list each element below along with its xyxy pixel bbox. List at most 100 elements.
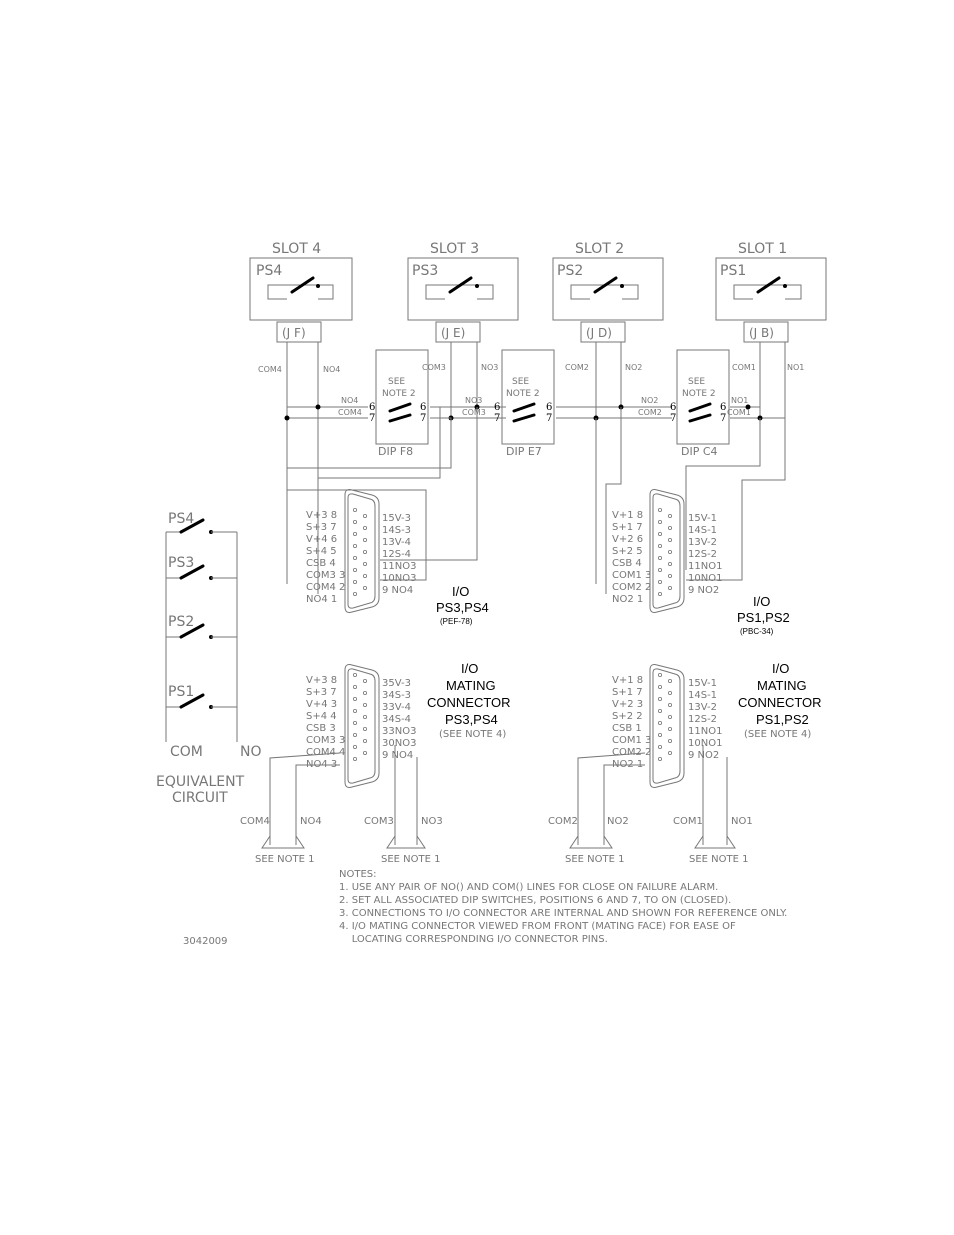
connector-pin: [362, 574, 367, 579]
svg-text:SEE NOTE 1: SEE NOTE 1: [255, 854, 314, 865]
svg-text:10NO1: 10NO1: [688, 573, 722, 584]
svg-text:(SEE NOTE 4): (SEE NOTE 4): [439, 729, 506, 740]
svg-text:NO4: NO4: [300, 816, 322, 827]
svg-text:COM3 3: COM3 3: [306, 570, 345, 581]
svg-text:V+2 3: V+2 3: [612, 699, 643, 710]
svg-text:3. CONNECTIONS TO I/O CONNECTO: 3. CONNECTIONS TO I/O CONNECTOR ARE INTE…: [339, 908, 787, 919]
svg-text:7: 7: [546, 413, 552, 424]
connector-pin: [352, 697, 357, 702]
svg-text:V+1 8: V+1 8: [612, 510, 643, 521]
dip-c4-label: DIP C4: [681, 445, 718, 458]
svg-text:NOTE 2: NOTE 2: [506, 389, 540, 399]
io-connector-ps1-ps2: V+1 8 S+1 7 V+2 6 S+2 5 CSB 4 COM1 3 COM…: [612, 489, 790, 636]
io-left-sub: PS3,PS4: [436, 600, 489, 615]
slot-2-switch-icon: [593, 276, 618, 294]
svg-text:NO4 1: NO4 1: [306, 594, 337, 605]
svg-text:COM2 2: COM2 2: [612, 582, 651, 593]
svg-text:NOTE 2: NOTE 2: [382, 389, 416, 399]
connector-pin: [352, 580, 357, 585]
svg-text:6: 6: [546, 402, 552, 413]
slot-4-jack: (J F): [282, 326, 306, 340]
slot-1: SLOT 1 PS1 (J B): [715, 241, 827, 343]
connector-pin: [352, 709, 357, 714]
svg-text:4. I/O MATING CONNECTOR VIEWED: 4. I/O MATING CONNECTOR VIEWED FROM FRON…: [339, 921, 736, 932]
connector-pin: [658, 733, 663, 738]
svg-text:PS2: PS2: [168, 614, 194, 630]
svg-text:SEE: SEE: [512, 377, 529, 387]
svg-text:COM: COM: [170, 744, 203, 760]
slot-2-no-label: NO2: [625, 363, 642, 372]
connector-pin: [352, 544, 357, 549]
slot-1-switch-icon: [756, 276, 781, 294]
svg-text:6: 6: [494, 402, 500, 413]
svg-text:V+1 8: V+1 8: [612, 675, 643, 686]
slot-4: SLOT 4 PS4 (J F): [249, 241, 353, 343]
connector-pin: [362, 739, 367, 744]
connector-pin: [658, 745, 663, 750]
connector-pin: [668, 538, 673, 543]
connector-pin: [352, 520, 357, 525]
svg-text:13V-2: 13V-2: [688, 702, 717, 713]
slot-4-no-label: NO4: [323, 365, 340, 374]
svg-text:CSB 3: CSB 3: [306, 723, 336, 734]
connector-pin: [668, 739, 673, 744]
svg-text:NO2: NO2: [641, 396, 658, 405]
svg-text:12S-4: 12S-4: [382, 549, 411, 560]
slot-3-label: SLOT 3: [430, 241, 479, 257]
connector-pin: [668, 526, 673, 531]
svg-text:1. USE ANY PAIR OF NO() AND CO: 1. USE ANY PAIR OF NO() AND COM() LINES …: [339, 882, 718, 893]
slot-3-no-label: NO3: [481, 363, 498, 372]
connector-pin: [352, 568, 357, 573]
dip-f8: SEE NOTE 2 NO4 COM4 6 7 6 7 DIP F8: [338, 349, 429, 458]
io-left-part: (PEF-78): [440, 617, 473, 626]
svg-text:S+4 5: S+4 5: [306, 546, 337, 557]
svg-text:CSB 1: CSB 1: [612, 723, 642, 734]
svg-text:15V-1: 15V-1: [688, 678, 717, 689]
connector-pin: [668, 574, 673, 579]
io-right-sub: PS1,PS2: [737, 610, 790, 625]
svg-text:CONNECTOR: CONNECTOR: [738, 695, 822, 710]
svg-text:NO3: NO3: [421, 816, 443, 827]
connector-pin: [362, 586, 367, 591]
equiv-ps4-switch-icon: [179, 518, 205, 534]
svg-text:I/O: I/O: [461, 661, 478, 676]
svg-text:7: 7: [494, 413, 500, 424]
slot-4-com-label: COM4: [258, 365, 282, 374]
svg-text:CSB 4: CSB 4: [306, 558, 336, 569]
connector-pin: [668, 715, 673, 720]
connector-pin: [362, 679, 367, 684]
svg-text:PS1,PS2: PS1,PS2: [756, 712, 809, 727]
svg-text:V+4 6: V+4 6: [306, 534, 337, 545]
svg-text:COM2: COM2: [638, 408, 662, 417]
dip-c4-switch-7-icon: [688, 413, 712, 423]
svg-text:(SEE NOTE 4): (SEE NOTE 4): [744, 729, 811, 740]
dip-f8-switch-7-icon: [388, 413, 412, 423]
connector-pin: [658, 532, 663, 537]
svg-text:10NO1: 10NO1: [688, 738, 722, 749]
svg-text:S+4 4: S+4 4: [306, 711, 337, 722]
svg-text:12S-2: 12S-2: [688, 549, 717, 560]
svg-text:S+3 7: S+3 7: [306, 687, 337, 698]
svg-text:COM2 2: COM2 2: [612, 747, 651, 758]
connector-pin: [352, 733, 357, 738]
svg-text:PS4: PS4: [168, 511, 194, 527]
dip-c4-switch-6-icon: [688, 402, 712, 413]
connector-pin: [658, 580, 663, 585]
svg-text:SEE NOTE 1: SEE NOTE 1: [689, 854, 748, 865]
slot-3-switch-icon: [448, 276, 473, 294]
slot-4-label: SLOT 4: [272, 241, 321, 257]
slot-1-jack: (J B): [749, 326, 774, 340]
svg-text:SEE NOTE 1: SEE NOTE 1: [381, 854, 440, 865]
svg-text:S+3 7: S+3 7: [306, 522, 337, 533]
bottom-wire-labels: COM4 NO4 COM3 NO3 COM2 NO2 COM1 NO1 SEE …: [240, 816, 753, 865]
connector-pin: [352, 592, 357, 597]
connector-pin: [668, 679, 673, 684]
svg-text:CONNECTOR: CONNECTOR: [427, 695, 511, 710]
slot-1-no-label: NO1: [787, 363, 804, 372]
connector-pin: [362, 550, 367, 555]
svg-text:COM2: COM2: [548, 816, 578, 827]
svg-text:12S-2: 12S-2: [688, 714, 717, 725]
svg-text:V+2 6: V+2 6: [612, 534, 643, 545]
svg-text:2. SET ALL ASSOCIATED DIP SWIT: 2. SET ALL ASSOCIATED DIP SWITCHES, POSI…: [339, 895, 731, 906]
svg-text:COM4: COM4: [338, 408, 362, 417]
